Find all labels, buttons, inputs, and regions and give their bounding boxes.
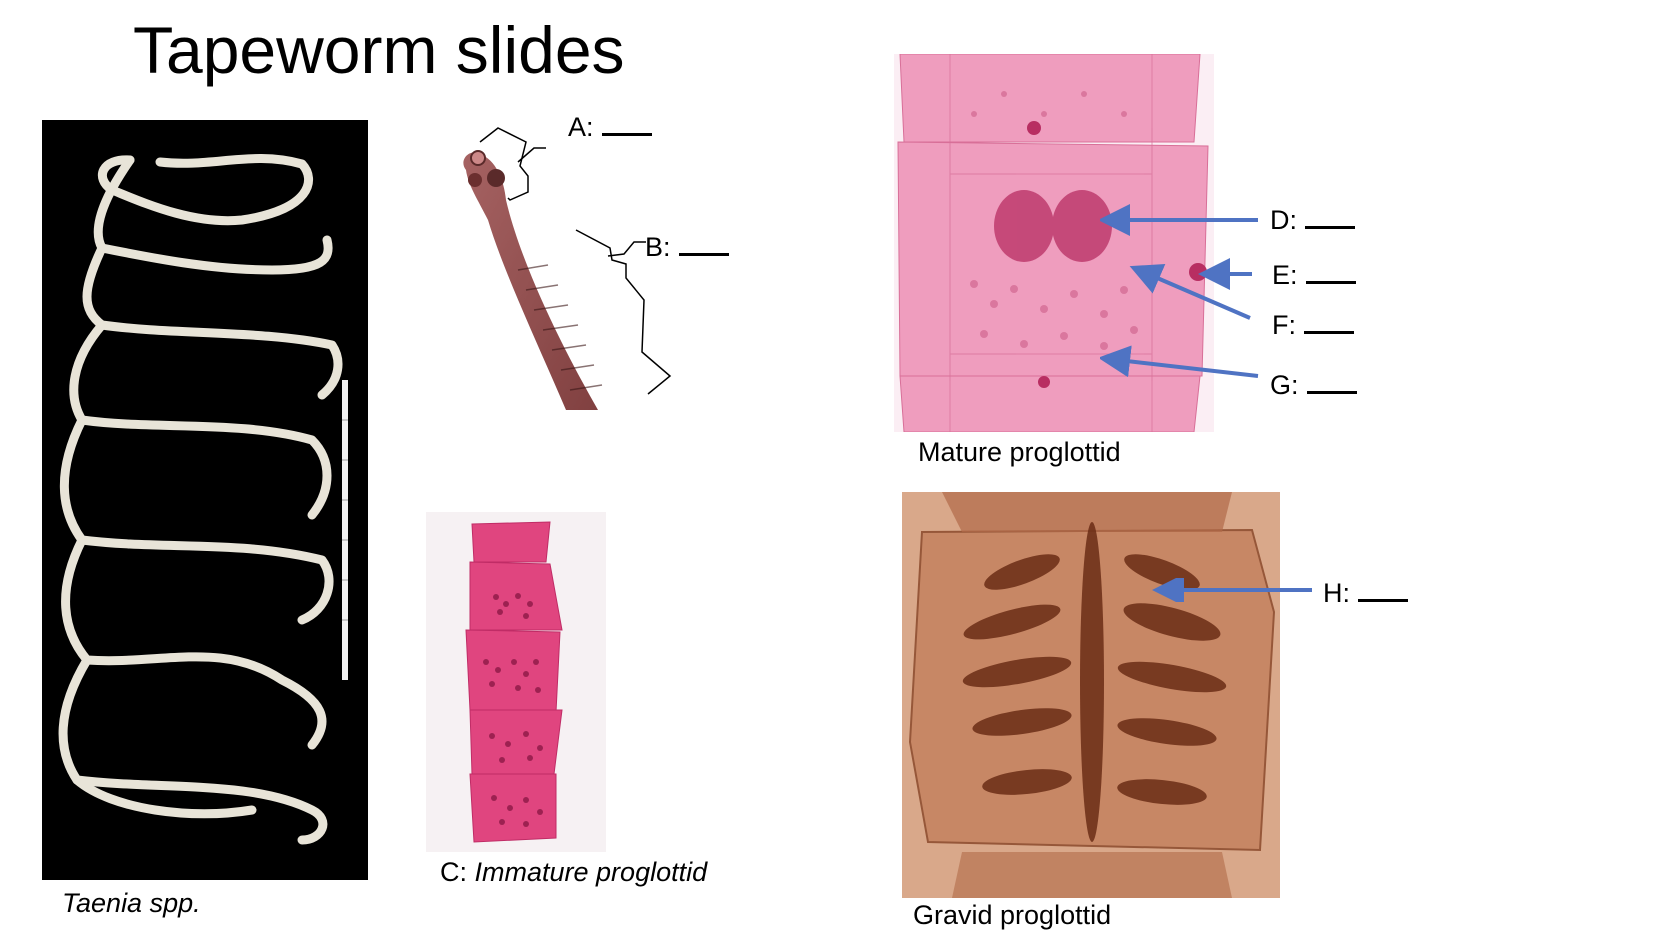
taenia-photo bbox=[42, 120, 368, 880]
immature-proglottid-photo bbox=[426, 512, 606, 852]
label-d: D: bbox=[1270, 205, 1355, 236]
blank-e[interactable] bbox=[1305, 261, 1356, 284]
blank-h[interactable] bbox=[1358, 579, 1408, 602]
taenia-caption: Taenia spp. bbox=[62, 888, 201, 918]
arrow-h bbox=[1152, 578, 1312, 602]
label-f: F: bbox=[1272, 310, 1354, 341]
blank-f[interactable] bbox=[1304, 311, 1354, 334]
arrow-g bbox=[1100, 345, 1259, 378]
scolex-photo bbox=[463, 127, 672, 410]
label-e: E: bbox=[1272, 260, 1356, 291]
mature-proglottid-photo bbox=[894, 54, 1214, 432]
blank-b[interactable] bbox=[678, 233, 729, 256]
immature-caption: C: Immature proglottid bbox=[440, 857, 708, 887]
gravid-proglottid-photo bbox=[902, 492, 1280, 898]
arrow-f bbox=[1129, 264, 1251, 320]
mature-arrows bbox=[1100, 204, 1259, 378]
label-g: G: bbox=[1270, 370, 1357, 401]
mature-caption: Mature proglottid bbox=[918, 437, 1121, 467]
label-h: H: bbox=[1323, 578, 1408, 609]
page-title: Tapeworm slides bbox=[133, 13, 625, 87]
label-b: B: bbox=[645, 232, 729, 263]
blank-g[interactable] bbox=[1306, 371, 1357, 394]
blank-d[interactable] bbox=[1305, 206, 1355, 229]
gravid-caption: Gravid proglottid bbox=[913, 900, 1112, 930]
blank-a[interactable] bbox=[601, 113, 652, 136]
label-a: A: bbox=[568, 112, 652, 143]
